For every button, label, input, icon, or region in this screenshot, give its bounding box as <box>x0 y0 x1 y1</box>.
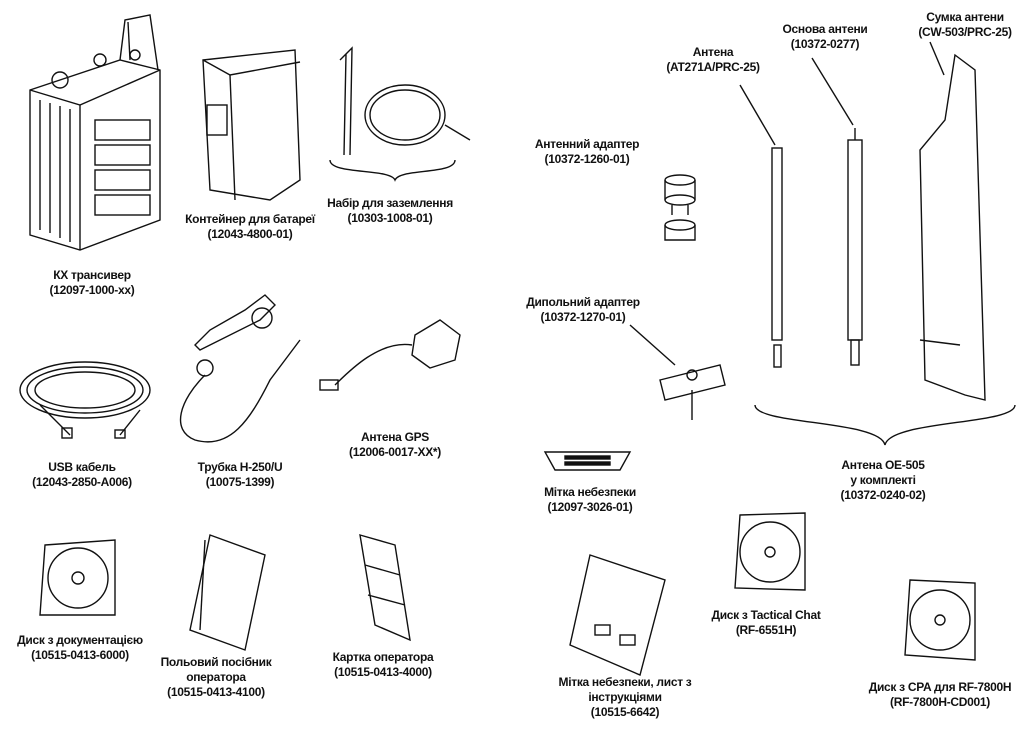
label-ground-kit: Набір для заземлення(10303-1008-01) <box>327 196 453 226</box>
item-code: (10515-0413-4000) <box>334 665 432 679</box>
label-doc-disc: Диск з документацією(10515-0413-6000) <box>17 633 143 663</box>
item-name: Основа антени <box>782 22 868 36</box>
label-cpa-disc: Диск з CPA для RF-7800H(RF-7800H-CD001) <box>869 680 1012 710</box>
gps-antenna-drawing <box>319 319 461 391</box>
item-code: (10515-0413-4100) <box>167 685 265 699</box>
transceiver-drawing <box>29 14 161 251</box>
item-name: оператора <box>186 670 246 684</box>
antenna-base-drawing <box>811 57 863 366</box>
antenna-drawing <box>739 84 783 368</box>
item-name: Набір для заземлення <box>327 196 453 210</box>
item-name: Антена GPS <box>360 430 430 444</box>
item-name: Антенний адаптер <box>534 137 640 151</box>
handset-drawing <box>179 294 301 443</box>
operator-card-drawing <box>359 534 411 642</box>
hazard-label-drawing <box>543 451 632 471</box>
label-operator-card: Картка оператора(10515-0413-4000) <box>333 650 434 680</box>
label-dipole-adapter: Дипольний адаптер(10372-1270-01) <box>526 295 640 325</box>
label-tactical-chat-disc: Диск з Tactical Chat(RF-6551H) <box>711 608 820 638</box>
item-code: (12097-1000-xx) <box>49 283 135 297</box>
item-name: Трубка H-250/U <box>197 460 283 474</box>
item-name: Контейнер для батареї <box>185 212 315 226</box>
item-code: (12043-4800-01) <box>207 227 293 241</box>
item-code: (10372-0240-02) <box>840 488 926 502</box>
item-code: (10303-1008-01) <box>347 211 433 225</box>
usb-cable-drawing <box>19 361 151 439</box>
item-code: (10372-1260-01) <box>544 152 630 166</box>
item-name: Польовий посібник <box>160 655 272 669</box>
item-name: Диск з CPA для RF-7800H <box>868 680 1012 694</box>
item-code: (RF-6551H) <box>735 623 797 637</box>
tactical-chat-disc-drawing <box>734 512 806 591</box>
hazard-sheet-drawing <box>569 554 666 676</box>
item-code: (12006-0017-XX*) <box>349 445 441 459</box>
item-name: USB кабель <box>48 460 116 474</box>
label-handset: Трубка H-250/U(10075-1399) <box>198 460 283 490</box>
item-name: Диск з Tactical Chat <box>711 608 821 622</box>
label-antenna-base: Основа антени(10372-0277) <box>782 22 867 52</box>
item-code: (10372-0277) <box>790 37 860 51</box>
item-code: (RF-7800H-CD001) <box>890 695 990 709</box>
item-name: інструкціями <box>588 690 662 704</box>
item-code: (AT271A/PRC-25) <box>666 60 760 74</box>
item-name: Дипольний адаптер <box>526 295 640 309</box>
antenna-adapter-drawing <box>664 174 696 241</box>
item-code: (10515-6642) <box>590 705 660 719</box>
item-name: у комплекті <box>850 473 916 487</box>
doc-disc-drawing <box>39 539 116 616</box>
antenna-bag-drawing <box>919 41 986 401</box>
item-code: (12043-2850-A006) <box>32 475 132 489</box>
item-name: Картка оператора <box>332 650 434 664</box>
item-code: (10075-1399) <box>205 475 275 489</box>
item-name: КХ трансивер <box>53 268 131 282</box>
item-name: Мітка небезпеки, лист з <box>558 675 692 689</box>
dipole-adapter-drawing <box>629 324 726 420</box>
label-hazard-label: Мітка небезпеки(12097-3026-01) <box>544 485 636 515</box>
item-code: (10515-0413-6000) <box>31 648 129 662</box>
item-name: Мітка небезпеки <box>544 485 636 499</box>
ground-kit-drawing <box>329 46 471 182</box>
item-name: Антена OE-505 <box>841 458 925 472</box>
item-code: (10372-1270-01) <box>540 310 626 324</box>
item-name: Диск з документацією <box>17 633 143 647</box>
item-code: (12097-3026-01) <box>547 500 633 514</box>
label-transceiver: КХ трансивер(12097-1000-xx) <box>50 268 135 298</box>
field-guide-drawing <box>189 534 266 651</box>
label-antenna: Антена(AT271A/PRC-25) <box>666 45 760 75</box>
label-antenna-bag: Сумка антени(CW-503/PRC-25) <box>918 10 1012 40</box>
label-usb-cable: USB кабель(12043-2850-A006) <box>32 460 132 490</box>
item-code: (CW-503/PRC-25) <box>918 25 1012 39</box>
label-battery-box: Контейнер для батареї(12043-4800-01) <box>185 212 315 242</box>
cpa-disc-drawing <box>904 579 976 661</box>
item-name: Антена <box>692 45 734 59</box>
item-name: Сумка антени <box>926 10 1004 24</box>
battery-box-drawing <box>202 49 301 201</box>
label-gps-antenna: Антена GPS(12006-0017-XX*) <box>349 430 441 460</box>
antenna-kit-bracket <box>754 404 1016 446</box>
label-antenna-adapter: Антенний адаптер(10372-1260-01) <box>534 137 640 167</box>
